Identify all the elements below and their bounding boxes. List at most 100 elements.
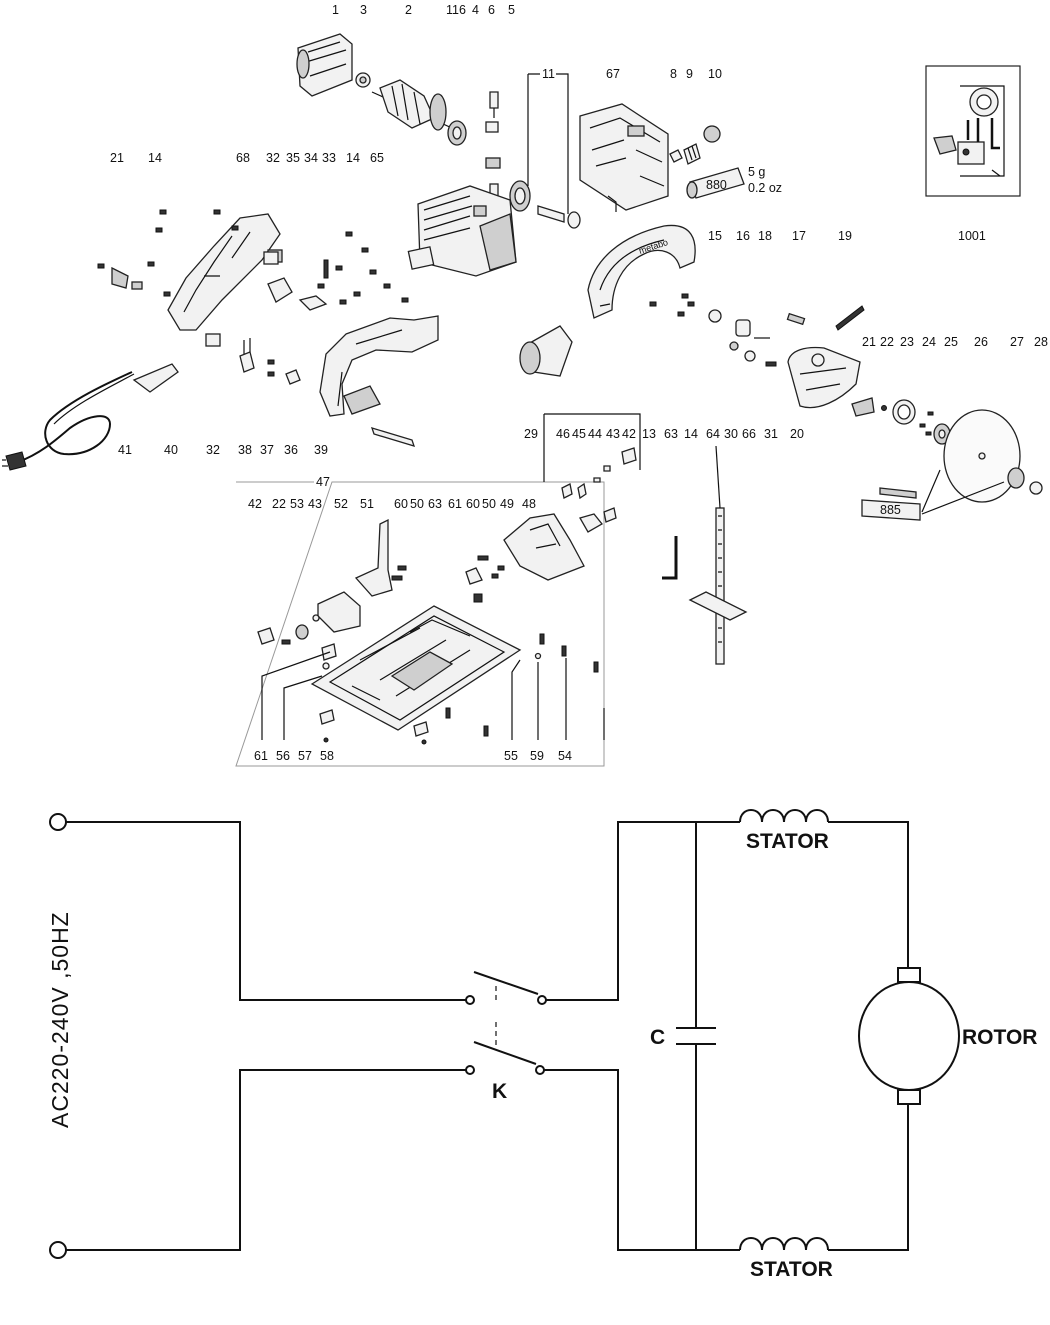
exploded-view: 880 5 g 0.2 oz bbox=[2, 3, 1048, 767]
wire-switch-bottom-out bbox=[544, 1069, 740, 1251]
hex-key-63 bbox=[662, 536, 678, 580]
callout-numbers: 1 3 2 116 4 6 5 11 67 8 9 10 21 14 68 32… bbox=[110, 3, 1048, 763]
callout-19: 19 bbox=[838, 229, 852, 243]
callout-14a: 14 bbox=[148, 151, 162, 165]
callout-67: 67 bbox=[606, 67, 620, 81]
screw-28 bbox=[1029, 481, 1043, 495]
wire-line-bottom bbox=[66, 1069, 466, 1251]
screw-set bbox=[97, 209, 409, 305]
grease-tube-885: 885 bbox=[861, 469, 1005, 521]
part-42b bbox=[257, 627, 275, 645]
callout-27: 27 bbox=[1010, 335, 1024, 349]
part-52 bbox=[317, 591, 361, 633]
callout-9: 9 bbox=[686, 67, 693, 81]
callout-1001: 1001 bbox=[958, 229, 986, 243]
callout-48: 48 bbox=[522, 497, 536, 511]
callout-34: 34 bbox=[304, 151, 318, 165]
callout-21b: 21 bbox=[862, 335, 876, 349]
screws-60-50-49 bbox=[477, 555, 505, 579]
nut-8 bbox=[669, 149, 683, 163]
callout-41: 41 bbox=[118, 443, 132, 457]
spring-19 bbox=[835, 305, 865, 331]
callout-33: 33 bbox=[322, 151, 336, 165]
leader-lines-bottom bbox=[261, 651, 605, 740]
callout-29: 29 bbox=[524, 427, 538, 441]
washer-43b bbox=[312, 614, 320, 622]
switch-35 bbox=[267, 277, 293, 303]
callout-38: 38 bbox=[238, 443, 252, 457]
bracket-51 bbox=[354, 518, 393, 597]
callout-30: 30 bbox=[724, 427, 738, 441]
callout-20: 20 bbox=[790, 427, 804, 441]
pin-17 bbox=[786, 312, 806, 326]
callout-22b: 22 bbox=[272, 497, 286, 511]
bearing-10 bbox=[703, 125, 721, 143]
callout-44: 44 bbox=[588, 427, 602, 441]
callout-6: 6 bbox=[488, 3, 495, 17]
grease-qty-oz: 0.2 oz bbox=[748, 181, 782, 195]
screws-60-50 bbox=[391, 565, 407, 581]
callout-3: 3 bbox=[360, 3, 367, 17]
grease-qty-g: 5 g bbox=[748, 165, 765, 179]
group-47-frame bbox=[235, 481, 605, 767]
spring-63 bbox=[473, 593, 483, 603]
callout-53: 53 bbox=[290, 497, 304, 511]
bracket-47-top bbox=[544, 413, 641, 470]
terminal-bottom bbox=[49, 1241, 67, 1259]
callout-49: 49 bbox=[500, 497, 514, 511]
callout-17: 17 bbox=[792, 229, 806, 243]
armature-part bbox=[371, 79, 460, 133]
callout-16: 16 bbox=[736, 229, 750, 243]
callout-5: 5 bbox=[508, 3, 515, 17]
callout-11: 11 bbox=[542, 67, 555, 81]
lower-guard-part bbox=[787, 346, 861, 409]
wire-line-top bbox=[66, 821, 466, 1001]
capacitor-label: C bbox=[650, 1026, 665, 1049]
stator-coil-top: STATOR bbox=[739, 809, 909, 968]
screws-24 bbox=[919, 411, 934, 436]
callout-59: 59 bbox=[530, 749, 544, 763]
knob-53 bbox=[295, 624, 309, 640]
rotor-label: ROTOR bbox=[962, 1026, 1037, 1049]
callout-61a: 61 bbox=[448, 497, 462, 511]
callout-31: 31 bbox=[764, 427, 778, 441]
screws-14 bbox=[649, 293, 695, 317]
bracket-11 bbox=[527, 73, 569, 214]
switch-34 bbox=[298, 295, 328, 311]
washer-66 bbox=[744, 350, 756, 362]
wire-switch-top-out bbox=[546, 821, 740, 1001]
spring-33 bbox=[323, 259, 329, 279]
callout-36: 36 bbox=[284, 443, 298, 457]
callout-65: 65 bbox=[370, 151, 384, 165]
rear-handle-part bbox=[167, 213, 283, 331]
base-plate-part bbox=[310, 605, 522, 731]
callout-64: 64 bbox=[706, 427, 720, 441]
motor-housing-part bbox=[417, 185, 517, 277]
knob-parts bbox=[579, 507, 617, 533]
callout-60a: 60 bbox=[394, 497, 408, 511]
rip-fence-64 bbox=[688, 507, 748, 665]
screws-54-59 bbox=[445, 633, 599, 737]
washer-15 bbox=[708, 309, 722, 323]
callout-22a: 22 bbox=[880, 335, 894, 349]
callout-61b: 61 bbox=[254, 749, 268, 763]
gear-part bbox=[509, 180, 581, 229]
upper-guard-part: metabo bbox=[587, 224, 696, 319]
callout-54: 54 bbox=[558, 749, 572, 763]
callout-18: 18 bbox=[758, 229, 772, 243]
callout-32a: 32 bbox=[266, 151, 280, 165]
switch-32a bbox=[263, 251, 279, 265]
callout-45: 45 bbox=[572, 427, 586, 441]
screw-37 bbox=[267, 359, 275, 377]
callout-50b: 50 bbox=[482, 497, 496, 511]
part-58 bbox=[323, 737, 329, 743]
callout-37: 37 bbox=[260, 443, 274, 457]
cover-65 bbox=[407, 246, 435, 270]
callout-55: 55 bbox=[504, 749, 518, 763]
lever-21a bbox=[111, 266, 129, 289]
rotor-motor: ROTOR bbox=[858, 967, 1037, 1105]
callout-23: 23 bbox=[900, 335, 914, 349]
callout-2: 2 bbox=[405, 3, 412, 17]
callout-15: 15 bbox=[708, 229, 722, 243]
